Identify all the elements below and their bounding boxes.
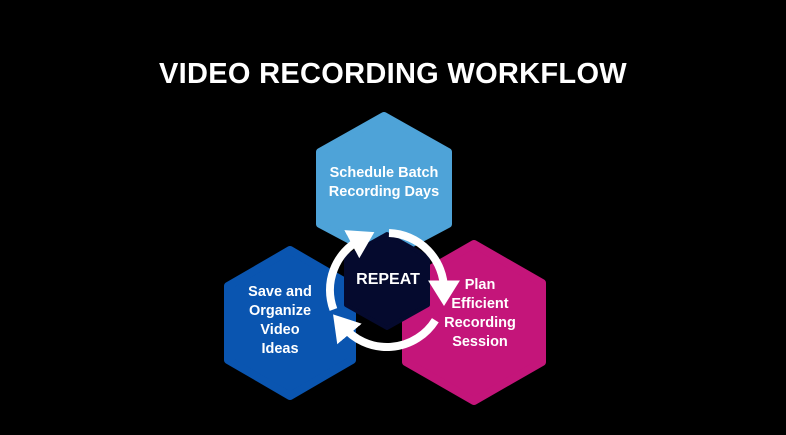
arrow-to-schedule-icon	[326, 230, 375, 311]
label-line: Video	[260, 322, 300, 338]
step-label-save: Save and Organize Video Ideas	[230, 283, 330, 359]
label-line: Organize	[248, 303, 312, 319]
label-line: Schedule Batch	[329, 165, 439, 181]
label-line: Recording	[444, 315, 516, 331]
label-line: Efficient	[451, 296, 509, 312]
center-label-repeat: REPEAT	[356, 271, 420, 288]
step-label-plan: Plan Efficient Recording Session	[424, 276, 536, 352]
arrow-to-plan-icon	[388, 229, 460, 306]
step-label-schedule: Schedule Batch Recording Days	[314, 164, 454, 202]
label-line: Plan	[464, 277, 496, 293]
arrow-to-save-icon	[333, 314, 439, 351]
label-line: Session	[452, 334, 508, 350]
label-line: Save and	[248, 284, 312, 300]
label-line: Recording Days	[328, 184, 440, 200]
diagram-title: VIDEO RECORDING WORKFLOW	[159, 58, 627, 90]
label-line: Ideas	[261, 341, 299, 357]
